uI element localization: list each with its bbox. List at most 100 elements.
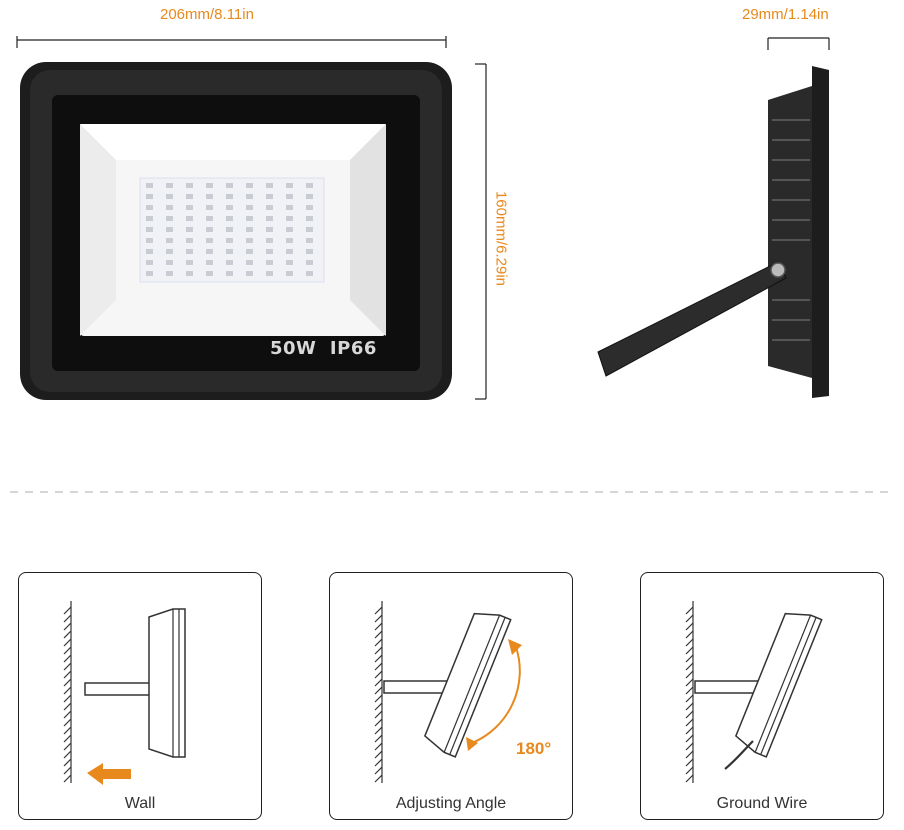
hatch-stroke	[374, 694, 383, 703]
led-chip	[146, 194, 153, 199]
led-chip	[186, 205, 193, 210]
wall-mount-diagram	[63, 601, 186, 785]
hatch-stroke	[374, 670, 383, 679]
panel-wall-mount: Wall	[18, 572, 262, 820]
led-chip	[206, 183, 213, 188]
led-chip	[286, 216, 293, 221]
hatch-stroke	[685, 702, 694, 711]
led-chip	[306, 205, 313, 210]
hatch-stroke	[374, 662, 383, 671]
hatch-stroke	[374, 726, 383, 735]
led-chip	[226, 249, 233, 254]
led-chip	[246, 216, 253, 221]
led-chip	[146, 183, 153, 188]
panel-adjusting-angle: 180° Adjusting Angle	[329, 572, 573, 820]
led-chip	[146, 238, 153, 243]
led-chip	[286, 183, 293, 188]
hatch-stroke	[685, 670, 694, 679]
hatch-stroke	[63, 638, 72, 647]
wall-hatch	[374, 601, 383, 783]
hatch-stroke	[374, 614, 383, 623]
led-chip	[166, 271, 173, 276]
led-chip	[246, 271, 253, 276]
ground-wire-cable	[724, 740, 754, 770]
angle-label: 180°	[516, 739, 552, 758]
hatch-stroke	[685, 606, 694, 615]
hatch-stroke	[685, 646, 694, 655]
led-chip	[246, 238, 253, 243]
hatch-stroke	[374, 646, 383, 655]
hatch-stroke	[685, 630, 694, 639]
hatch-stroke	[685, 710, 694, 719]
led-chip	[266, 249, 273, 254]
led-chip	[226, 183, 233, 188]
hatch-stroke	[374, 750, 383, 759]
floodlight-side-view	[597, 66, 829, 398]
hatch-stroke	[685, 654, 694, 663]
led-chip	[166, 183, 173, 188]
led-chip	[146, 249, 153, 254]
hatch-stroke	[374, 654, 383, 663]
hatch-stroke	[374, 622, 383, 631]
panel-ground-wire: Ground Wire	[640, 572, 884, 820]
led-chip	[186, 260, 193, 265]
hatch-stroke	[374, 678, 383, 687]
led-chip	[166, 260, 173, 265]
hatch-stroke	[374, 766, 383, 775]
width-dimension-label: 206mm/8.11in	[160, 6, 254, 23]
product-illustration	[10, 36, 894, 493]
led-chip	[146, 227, 153, 232]
led-chip	[166, 238, 173, 243]
led-chip	[206, 238, 213, 243]
hatch-stroke	[63, 606, 72, 615]
led-chip	[206, 227, 213, 232]
led-chip	[266, 238, 273, 243]
led-chip	[306, 249, 313, 254]
hatch-stroke	[63, 678, 72, 687]
hatch-stroke	[374, 638, 383, 647]
led-chip	[166, 216, 173, 221]
hatch-stroke	[374, 630, 383, 639]
hatch-stroke	[63, 726, 72, 735]
hatch-stroke	[63, 734, 72, 743]
led-chip	[166, 249, 173, 254]
led-chip	[206, 249, 213, 254]
hatch-stroke	[685, 758, 694, 767]
rotation-arc-icon	[471, 646, 521, 744]
panel-caption-ground: Ground Wire	[716, 795, 808, 812]
led-chip	[186, 271, 193, 276]
led-chip	[186, 216, 193, 221]
led-chip	[226, 260, 233, 265]
hatch-stroke	[374, 718, 383, 727]
adjusting-angle-diagram	[374, 601, 522, 783]
led-chip	[246, 227, 253, 232]
led-chip	[206, 271, 213, 276]
led-chip	[186, 249, 193, 254]
hatch-stroke	[685, 622, 694, 631]
led-chip	[206, 194, 213, 199]
hatch-stroke	[63, 750, 72, 759]
hatch-stroke	[374, 734, 383, 743]
led-chip	[286, 249, 293, 254]
led-chip	[286, 260, 293, 265]
led-chip	[286, 238, 293, 243]
hatch-stroke	[63, 622, 72, 631]
hatch-stroke	[685, 766, 694, 775]
led-chip	[266, 216, 273, 221]
led-chip	[286, 271, 293, 276]
hatch-stroke	[685, 694, 694, 703]
led-chip	[266, 271, 273, 276]
led-chip	[246, 194, 253, 199]
hatch-stroke	[685, 614, 694, 623]
panel-caption-wall: Wall	[124, 795, 156, 812]
hatch-stroke	[63, 686, 72, 695]
hatch-stroke	[63, 654, 72, 663]
depth-dimension-line	[767, 37, 830, 50]
led-chip	[306, 194, 313, 199]
led-chip	[306, 271, 313, 276]
led-chip	[306, 216, 313, 221]
hatch-stroke	[63, 774, 72, 783]
bracket-bolt	[770, 262, 786, 278]
led-chip	[226, 238, 233, 243]
hatch-stroke	[63, 758, 72, 767]
